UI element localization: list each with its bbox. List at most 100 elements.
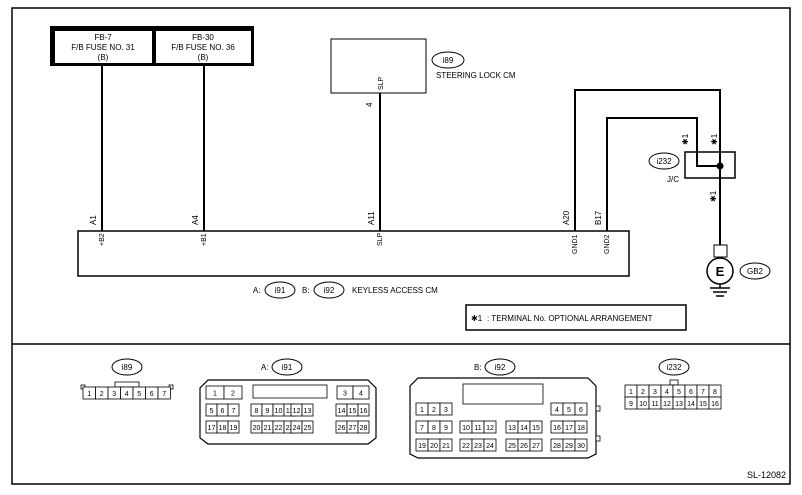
- conn-i91-pin: 10: [275, 408, 283, 415]
- connector-a-id: i91: [275, 286, 286, 295]
- ground-e: E: [716, 264, 725, 279]
- conn-i91-pin: 21: [264, 425, 272, 432]
- conn-i92-pin: 26: [520, 443, 528, 450]
- fuse-2-line1: FB-30: [192, 33, 214, 42]
- conn-i92-pin: 19: [418, 443, 426, 450]
- conn-i232-label: i232: [658, 358, 690, 376]
- conn-i91-pin: 3: [343, 391, 347, 398]
- conn-i232-pin: 16: [711, 401, 719, 408]
- conn-i91-pin: 17: [208, 425, 216, 432]
- conn-i92-pin: 15: [532, 425, 540, 432]
- conn-i91-pin: 2: [231, 391, 235, 398]
- conn-i92-pin: 6: [579, 407, 583, 414]
- conn-i91-pin: 14: [338, 408, 346, 415]
- pin-a1: A1: [89, 215, 98, 225]
- conn-i92-pin: 7: [420, 425, 424, 432]
- conn-i92-pin: 23: [474, 443, 482, 450]
- conn-i89-pin: 4: [125, 391, 129, 398]
- conn-i92-pin: 9: [444, 425, 448, 432]
- conn-i89-id: i89: [122, 363, 133, 372]
- conn-i232-pin: 7: [701, 389, 705, 396]
- conn-i91-pin: 18: [219, 425, 227, 432]
- conn-i92-pin: 8: [432, 425, 436, 432]
- conn-i89-pin: 5: [137, 391, 141, 398]
- conn-i232-pin: 9: [629, 401, 633, 408]
- conn-i232-pin: 8: [713, 389, 717, 396]
- conn-i91-pin: 15: [349, 408, 357, 415]
- pin-a11: A11: [367, 211, 376, 225]
- jc-note-bottom: ✱1: [709, 190, 718, 202]
- conn-i91-pin: 7: [232, 408, 236, 415]
- jc-note-top: ✱1: [710, 133, 719, 145]
- connector-a-prefix: A:: [253, 286, 261, 295]
- keyless-access-cm: A1 +B2 A4 +B1 A11 SLP A20 GND1 B17 GND2 …: [77, 210, 630, 299]
- conn-i92-pin: 22: [462, 443, 470, 450]
- conn-i92-pin: 2: [432, 407, 436, 414]
- conn-i91-pin: 25: [304, 425, 312, 432]
- conn-i91-pin: 8: [255, 408, 259, 415]
- conn-i91-label: A:i91: [261, 358, 303, 376]
- conn-i91-pin: 23: [286, 425, 294, 432]
- conn-i91-pin: 1: [213, 391, 217, 398]
- pin-a1-name: +B2: [99, 233, 106, 246]
- wires: [101, 66, 721, 245]
- conn-i91-pin: 16: [360, 408, 368, 415]
- conn-i91-pin: 9: [266, 408, 270, 415]
- conn-i232-pin: 6: [689, 389, 693, 396]
- conn-i232-pin: 5: [677, 389, 681, 396]
- conn-i89-pin: 3: [112, 391, 116, 398]
- conn-i232-pin: 2: [641, 389, 645, 396]
- conn-i232-pin: 3: [653, 389, 657, 396]
- figure-id: SL-12082: [747, 470, 786, 480]
- ground-label: GB2: [747, 267, 764, 276]
- pin-a4: A4: [191, 215, 200, 225]
- conn-i92-pin: 14: [520, 425, 528, 432]
- jc-note-left: ✱1: [681, 133, 690, 145]
- conn-i91-pin: 11: [286, 408, 293, 415]
- steering-lock-name: STEERING LOCK CM: [436, 71, 516, 80]
- conn-i92-pin: 11: [474, 425, 481, 432]
- legend-mark: ✱1: [471, 314, 483, 323]
- conn-i91-pin: 6: [221, 408, 225, 415]
- conn-i232-pin: 4: [665, 389, 669, 396]
- conn-i92-pin: 10: [462, 425, 470, 432]
- fuse-2-line3: (B): [198, 53, 209, 62]
- steering-lock-cm: i89 STEERING LOCK CM SLP 4: [330, 38, 516, 107]
- legend-box: ✱1 : TERMINAL No. OPTIONAL ARRANGEMENT: [465, 304, 687, 331]
- conn-i92-pin: 21: [442, 443, 450, 450]
- conn-i92-pin: 1: [420, 407, 424, 414]
- conn-i232-pin: 1: [629, 389, 633, 396]
- conn-i232-pin: 14: [687, 401, 695, 408]
- jc-connector: i232: [656, 157, 672, 166]
- conn-i232-pin: 11: [651, 401, 658, 408]
- conn-i91-pin: 4: [359, 391, 363, 398]
- steering-lock-pin: 4: [365, 102, 374, 107]
- conn-i92-pin: 12: [486, 425, 494, 432]
- conn-i92-pin: 20: [430, 443, 438, 450]
- conn-i92-pin: 27: [532, 443, 540, 450]
- conn-i91-id: i91: [282, 363, 293, 372]
- conn-i92-pin: 17: [565, 425, 573, 432]
- conn-i91-pin: 13: [304, 408, 312, 415]
- fuse-1-line1: FB-7: [94, 33, 112, 42]
- fuse-block: FB-7 F/B FUSE NO. 31 (B) FB-30 F/B FUSE …: [50, 26, 254, 66]
- conn-i89-pin: 6: [150, 391, 154, 398]
- conn-i91-pin: 20: [253, 425, 261, 432]
- conn-i91-pin: 19: [230, 425, 238, 432]
- conn-i89-pin: 7: [162, 391, 166, 398]
- conn-i92-pin: 4: [555, 407, 559, 414]
- fuse-1-line3: (B): [98, 53, 109, 62]
- pin-a11-name: SLP: [377, 232, 384, 246]
- joint-connector: i232 J/C ✱1 ✱1 ✱1: [648, 133, 736, 202]
- conn-i89-label: i89: [111, 358, 143, 376]
- conn-i232-pin: 12: [663, 401, 671, 408]
- fuse-1-line2: F/B FUSE NO. 31: [71, 43, 135, 52]
- steering-lock-pin-name: SLP: [378, 76, 385, 90]
- conn-i91-pin: 22: [275, 425, 283, 432]
- conn-i92-pin: 25: [508, 443, 516, 450]
